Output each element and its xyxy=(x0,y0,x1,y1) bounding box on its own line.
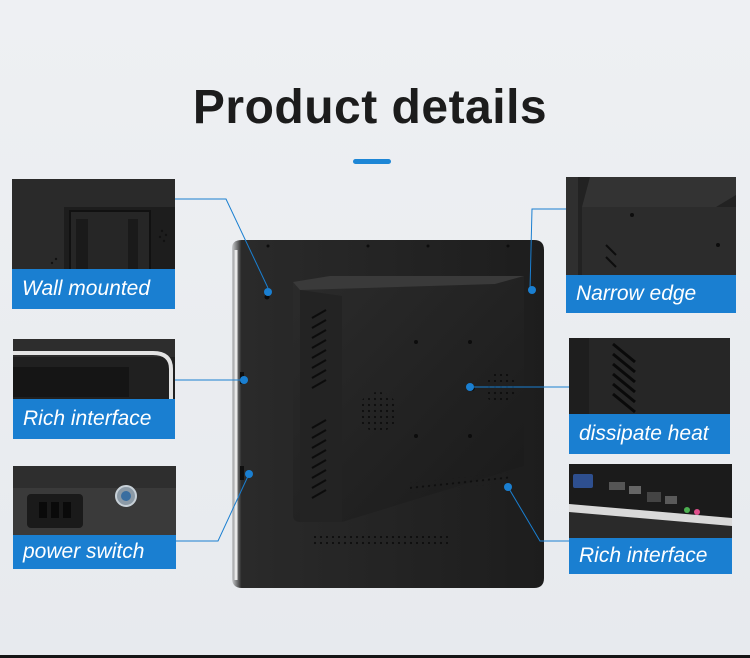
callout-narrow-edge: Narrow edge xyxy=(566,177,736,313)
bottom-rule xyxy=(0,655,750,658)
page-title: Product details xyxy=(192,81,548,134)
callout-label-rich-interface-left: Rich interface xyxy=(13,399,175,439)
callout-label-wall-mounted: Wall mounted xyxy=(12,269,175,309)
callout-wall-mounted: Wall mounted xyxy=(12,179,175,309)
callout-power-switch: power switch xyxy=(13,466,176,569)
callout-rich-interface-right: Rich interface xyxy=(569,464,732,574)
callout-rich-interface-left: Rich interface xyxy=(13,339,175,439)
callout-dissipate-heat: dissipate heat xyxy=(569,338,730,454)
callout-label-power-switch: power switch xyxy=(13,535,176,569)
callout-label-dissipate-heat: dissipate heat xyxy=(569,414,730,454)
callout-label-narrow-edge: Narrow edge xyxy=(566,275,736,313)
callout-label-rich-interface-right: Rich interface xyxy=(569,538,732,574)
title-accent-bar xyxy=(353,159,391,164)
